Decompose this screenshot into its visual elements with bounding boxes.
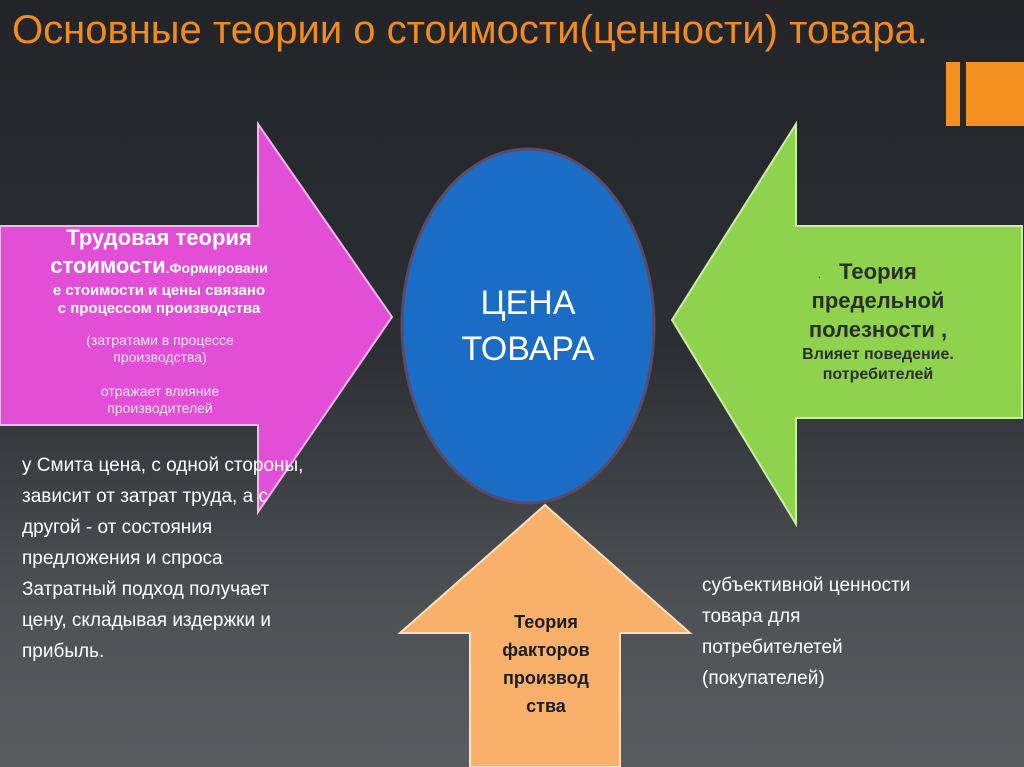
utility-title-line2: предельной (811, 288, 945, 313)
labor-theory-main: е стоимости и цены связано с процессом п… (0, 282, 318, 318)
subjective-text: субъективной ценности товара для потреби… (702, 570, 1012, 694)
factors-line2: факторов (502, 640, 590, 660)
factors-line4: ства (526, 696, 566, 716)
labor-title-line2-wrap: стоимости.Формировани (0, 252, 318, 282)
price-label-line2: ТОВАРА (461, 330, 595, 368)
labor-title-line2: стоимости (50, 253, 166, 278)
factors-line1: Теория (514, 612, 578, 632)
price-ellipse (400, 147, 656, 505)
utility-theory-arrow (670, 120, 1023, 528)
utility-theory-title: Теория предельной полезности , (768, 257, 988, 344)
labor-title-suffix: .Формировани (165, 260, 268, 276)
orange-bar-wide (966, 62, 1024, 126)
labor-theory-arrow (0, 120, 394, 516)
labor-effect-line2: производителей (107, 400, 213, 416)
labor-main-line2: с процессом производства (57, 300, 261, 317)
smith-line: зависит от затрат труда, а с (22, 486, 268, 507)
slide-title: Основные теории о стоимости(ценности) то… (12, 8, 928, 52)
factors-theory-label: Теория факторов производ ства (470, 608, 622, 720)
subjective-line: (покупателей) (702, 668, 825, 689)
price-label-line1: ЦЕНА (480, 284, 576, 322)
orange-bars-icon (946, 62, 1024, 126)
utility-title-line3: полезности , (808, 317, 948, 342)
smith-line: Затратный подход получает (22, 579, 270, 600)
utility-sub-line1: Влияет поведение. (802, 346, 954, 363)
labor-title-line1: Трудовая теория (66, 225, 252, 250)
utility-theory-sub: Влияет поведение. потребителей (758, 345, 998, 385)
smith-line: у Смита цена, с одной стороны, (22, 455, 304, 476)
factors-theory-arrow (397, 503, 693, 767)
smith-line: предложения и спроса (22, 548, 223, 569)
subjective-line: субъективной ценности (702, 575, 911, 596)
smith-text: у Смита цена, с одной стороны, зависит о… (22, 450, 422, 667)
labor-main-line1: е стоимости и цены связано (52, 282, 266, 299)
smith-line: прибыль. (22, 641, 105, 662)
utility-title-line1: Теория (839, 259, 917, 284)
labor-theory-effect: отражает влияние производителей (10, 383, 310, 417)
subjective-line: потребителетей (702, 637, 843, 658)
smith-line: цену, складывая издержки и (22, 610, 271, 631)
labor-effect-line1: отражает влияние (100, 383, 220, 399)
utility-dot: . (818, 270, 821, 281)
labor-theory-note: (затратами в процессе производства) (10, 332, 310, 366)
labor-note-line2: производства) (113, 349, 207, 365)
labor-theory-title: Трудовая теория стоимости.Формировани (0, 224, 318, 282)
factors-line3: производ (503, 668, 589, 688)
smith-line: другой - от состояния (22, 517, 213, 538)
utility-sub-line2: потребителей (822, 366, 934, 383)
subjective-line: товара для (702, 606, 801, 627)
price-label: ЦЕНА ТОВАРА (402, 280, 654, 372)
labor-note-line1: (затратами в процессе (86, 332, 234, 348)
orange-bar-thin (946, 62, 960, 126)
